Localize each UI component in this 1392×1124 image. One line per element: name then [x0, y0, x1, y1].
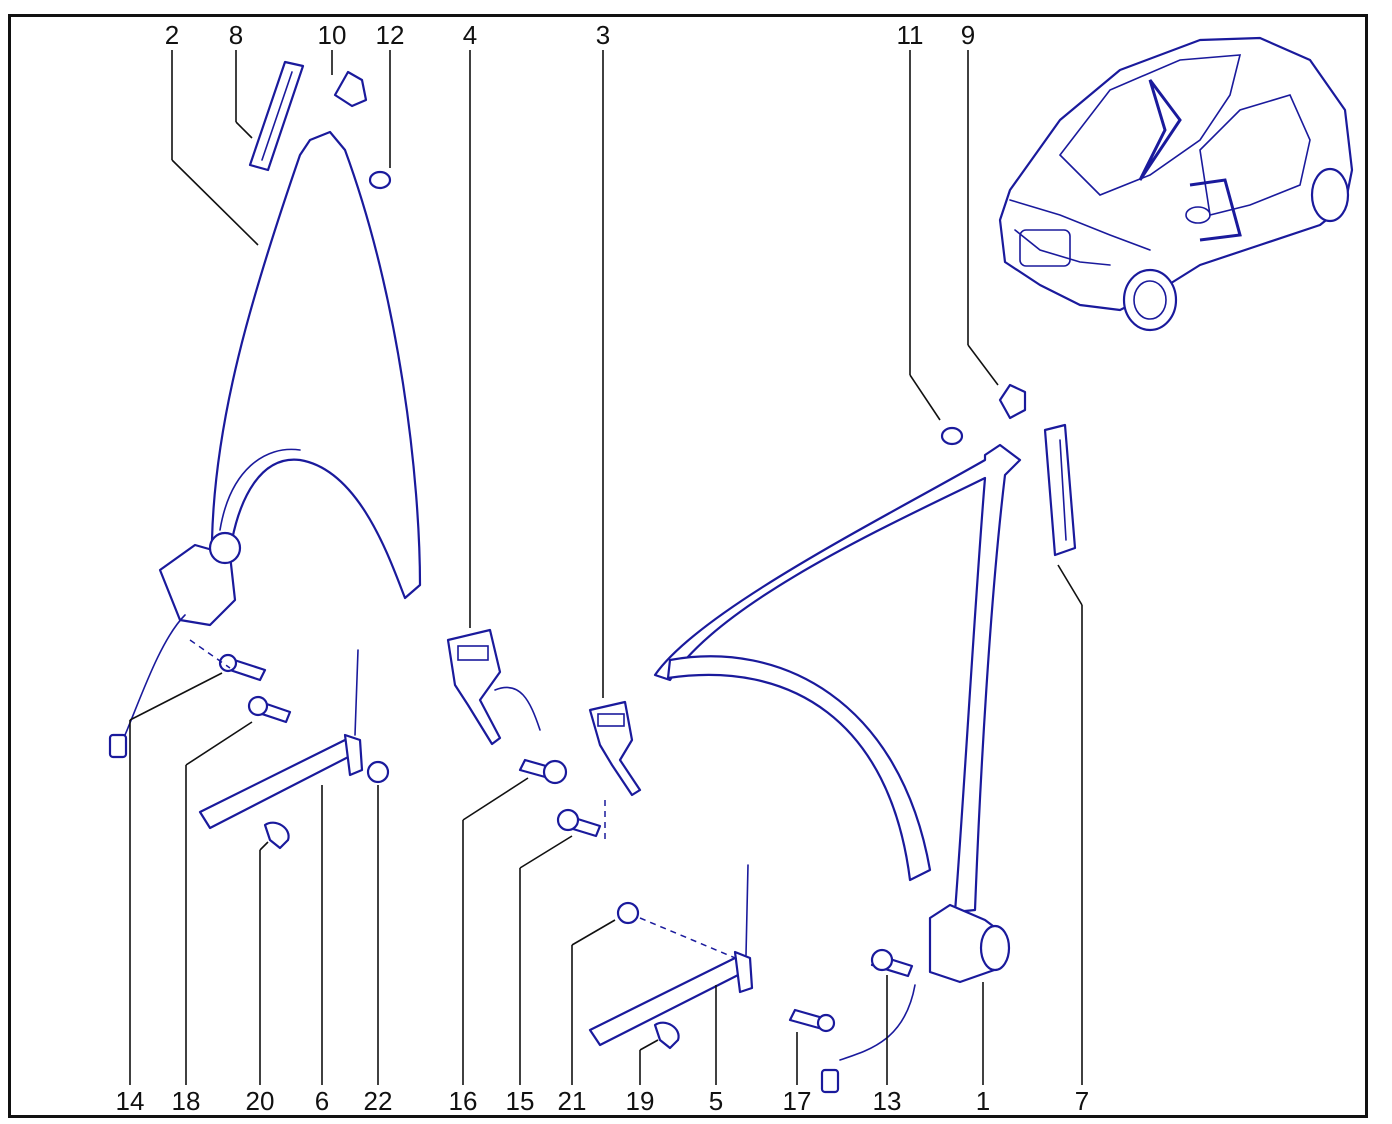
callout-20: 20: [246, 1086, 275, 1116]
callout-12: 12: [376, 20, 405, 50]
right-belt-assembly: [653, 383, 1077, 1094]
callout-5: 5: [709, 1086, 723, 1116]
callout-17: 17: [783, 1086, 812, 1116]
callout-18: 18: [172, 1086, 201, 1116]
callout-8: 8: [229, 20, 243, 50]
callout-11: 11: [897, 20, 924, 50]
callout-21: 21: [558, 1086, 587, 1116]
buckle-left: [446, 628, 502, 746]
callout-7: 7: [1075, 1086, 1089, 1116]
anchor-cover-left: [333, 70, 368, 108]
vehicle-illustration: [998, 36, 1354, 332]
callout-4: 4: [463, 20, 477, 50]
callout-labels: 2 8 10 12 4 3 11 9 14 18 20 6 22 16 15 2…: [116, 20, 1090, 1116]
left-belt-assembly: [108, 60, 422, 850]
centre-buckles: [446, 628, 642, 840]
callout-19: 19: [626, 1086, 655, 1116]
callout-2: 2: [165, 20, 179, 50]
callout-16: 16: [449, 1086, 478, 1116]
leader-lines: [129, 50, 1083, 1085]
cap-left: [368, 170, 392, 190]
stalk-bar-left: [198, 738, 360, 830]
callout-3: 3: [596, 20, 610, 50]
belt-webbing-left: [210, 130, 422, 600]
right-lower-bracket: [588, 864, 836, 1050]
callout-22: 22: [364, 1086, 393, 1116]
callout-14: 14: [116, 1086, 145, 1116]
callout-1: 1: [976, 1086, 990, 1116]
callout-10: 10: [318, 20, 347, 50]
callout-15: 15: [506, 1086, 535, 1116]
callout-13: 13: [873, 1086, 902, 1116]
callout-6: 6: [315, 1086, 329, 1116]
callout-9: 9: [961, 20, 975, 50]
